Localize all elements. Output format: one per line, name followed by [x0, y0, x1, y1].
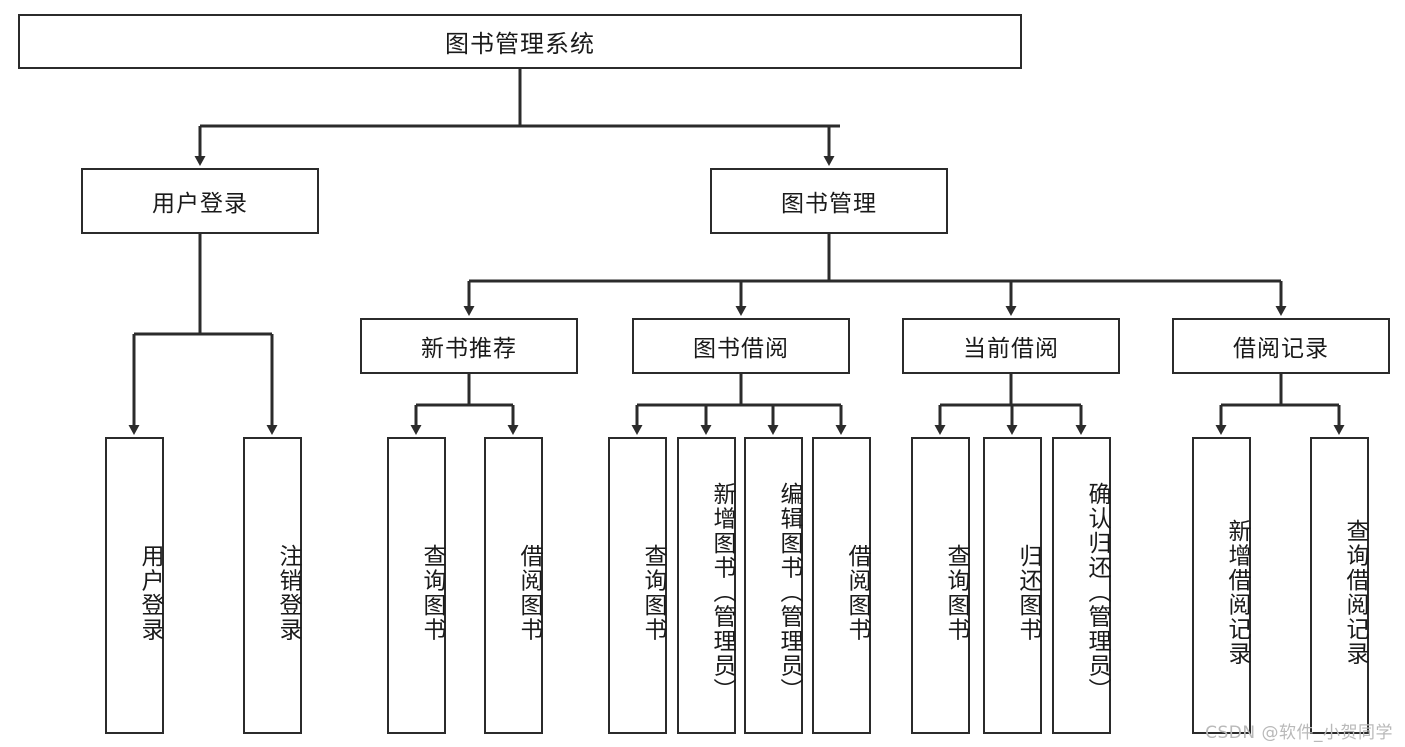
node-leaf-logout-label: 注销登录: [275, 543, 301, 642]
node-root[interactable]: 图书管理系统: [18, 14, 1022, 69]
node-current-borrow-label: 当前借阅: [963, 336, 1059, 362]
node-leaf-borrow-book-2-label: 借阅图书: [844, 543, 870, 642]
node-leaf-add-record[interactable]: 新增借阅记录: [1192, 437, 1251, 734]
node-book-borrow[interactable]: 图书借阅: [632, 318, 850, 374]
node-leaf-query-book-3[interactable]: 查询图书: [911, 437, 970, 734]
node-borrow-record[interactable]: 借阅记录: [1172, 318, 1390, 374]
node-root-label: 图书管理系统: [445, 30, 595, 58]
node-leaf-query-book-2[interactable]: 查询图书: [608, 437, 667, 734]
node-leaf-query-book-3-label: 查询图书: [943, 543, 969, 642]
node-leaf-edit-book-label: 编辑图书（管理员）: [776, 482, 802, 703]
node-leaf-query-book-1[interactable]: 查询图书: [387, 437, 446, 734]
node-leaf-query-book-2-label: 查询图书: [640, 543, 666, 642]
node-leaf-query-record[interactable]: 查询借阅记录: [1310, 437, 1369, 734]
node-book-manage[interactable]: 图书管理: [710, 168, 948, 234]
node-leaf-add-book[interactable]: 新增图书（管理员）: [677, 437, 736, 734]
node-user-login-label: 用户登录: [152, 191, 248, 217]
node-leaf-borrow-book-2[interactable]: 借阅图书: [812, 437, 871, 734]
node-leaf-borrow-book-1[interactable]: 借阅图书: [484, 437, 543, 734]
node-new-book-recommend[interactable]: 新书推荐: [360, 318, 578, 374]
node-leaf-query-book-1-label: 查询图书: [419, 543, 445, 642]
node-user-login[interactable]: 用户登录: [81, 168, 319, 234]
node-borrow-record-label: 借阅记录: [1233, 336, 1329, 362]
node-leaf-borrow-book-1-label: 借阅图书: [516, 543, 542, 642]
node-leaf-user-login-label: 用户登录: [137, 543, 163, 642]
node-leaf-add-record-label: 新增借阅记录: [1224, 519, 1250, 666]
node-leaf-confirm-return[interactable]: 确认归还（管理员）: [1052, 437, 1111, 734]
node-book-manage-label: 图书管理: [781, 191, 877, 217]
node-leaf-return-book[interactable]: 归还图书: [983, 437, 1042, 734]
node-leaf-query-record-label: 查询借阅记录: [1342, 519, 1368, 666]
node-leaf-confirm-return-label: 确认归还（管理员）: [1084, 482, 1110, 703]
node-leaf-add-book-label: 新增图书（管理员）: [709, 482, 735, 703]
node-leaf-user-login[interactable]: 用户登录: [105, 437, 164, 734]
node-leaf-return-book-label: 归还图书: [1015, 543, 1041, 642]
node-book-borrow-label: 图书借阅: [693, 336, 789, 362]
node-leaf-edit-book[interactable]: 编辑图书（管理员）: [744, 437, 803, 734]
watermark: CSDN @软件_小贺同学: [1205, 723, 1393, 743]
node-current-borrow[interactable]: 当前借阅: [902, 318, 1120, 374]
node-leaf-logout[interactable]: 注销登录: [243, 437, 302, 734]
node-new-book-recommend-label: 新书推荐: [421, 336, 517, 362]
